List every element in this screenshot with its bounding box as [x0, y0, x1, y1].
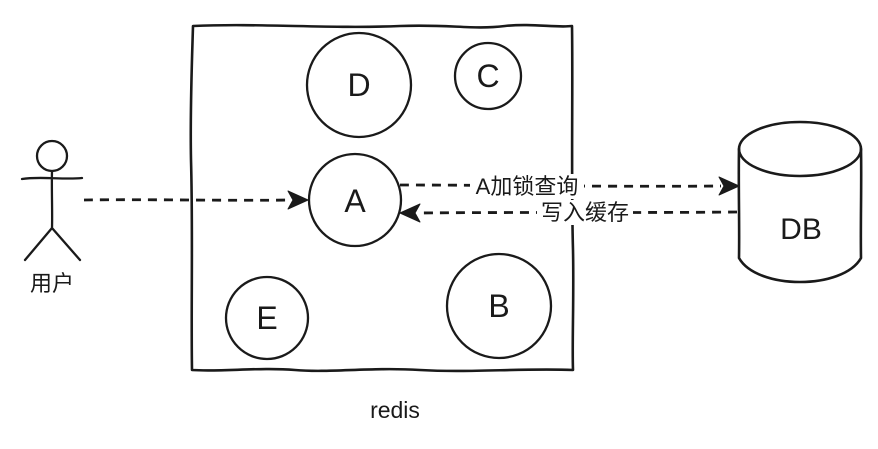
database-label: DB: [780, 213, 822, 246]
cache-node-a-label: A: [344, 183, 366, 219]
write-cache-label: 写入缓存: [541, 200, 629, 225]
user-actor: 用户: [20, 139, 84, 296]
write-cache-label-mask: [537, 200, 633, 225]
cache-node-d-label: D: [347, 67, 370, 103]
redis-box-outline: [189, 23, 575, 373]
cache-node-c-circle: [453, 41, 523, 111]
arrow-db-to-a: 写入缓存: [399, 200, 738, 225]
cache-node-e-circle: [224, 275, 310, 361]
arrow-user-to-a-head: [287, 190, 309, 210]
cache-node-a-circle: [307, 152, 403, 248]
cache-node-d-circle: [305, 31, 413, 139]
cache-node-c-label: C: [476, 58, 499, 94]
arrow-db-to-a-head: [399, 203, 421, 223]
arrow-a-to-db-head: [718, 176, 740, 196]
user-head: [35, 139, 69, 173]
cache-node-e-label: E: [256, 300, 277, 336]
cache-node-a: A: [307, 152, 403, 248]
database-cylinder: DB: [737, 120, 863, 284]
redis-caption: redis: [370, 397, 420, 423]
arrow-user-to-a-line: [83, 198, 291, 202]
database-top: [737, 120, 863, 178]
cache-node-c: C: [453, 41, 523, 111]
user-label: 用户: [30, 271, 74, 296]
arrow-user-to-a: [83, 190, 309, 210]
user-figure: [20, 169, 84, 262]
redis-cache-box: redis: [189, 23, 575, 423]
cache-node-b-circle: [445, 252, 553, 360]
cache-node-b: B: [445, 252, 553, 360]
arrow-a-to-db: A加锁查询: [399, 174, 740, 199]
database-body: [737, 147, 863, 284]
lock-query-label-mask: [470, 174, 584, 199]
cache-node-e: E: [224, 275, 310, 361]
lock-query-label: A加锁查询: [476, 174, 579, 199]
cache-node-b-label: B: [488, 288, 509, 324]
arrow-a-to-db-line: [399, 183, 722, 188]
cache-node-d: D: [305, 31, 413, 139]
